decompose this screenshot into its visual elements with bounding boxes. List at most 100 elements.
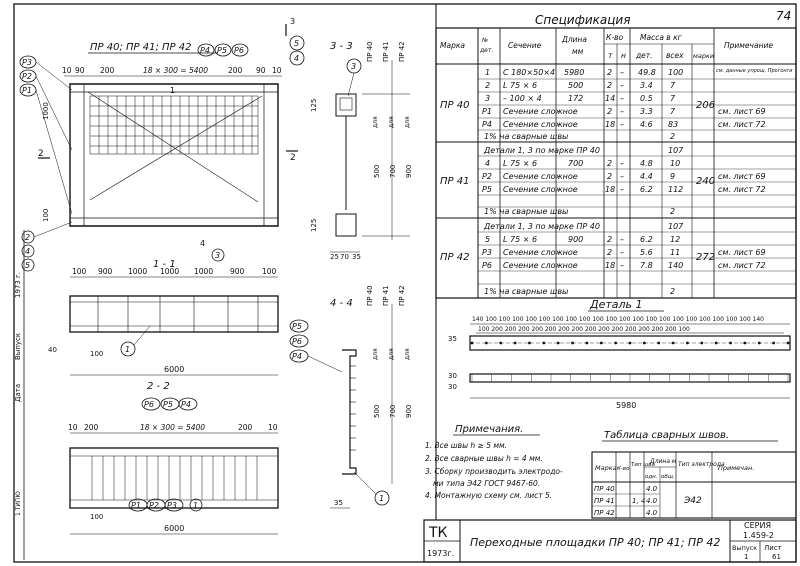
margin-type: 1 ТИПЮ bbox=[15, 491, 22, 516]
dim-label: 40 bbox=[48, 346, 57, 354]
cell: Детали 1, 3 по марке ПР 40 bbox=[483, 222, 600, 231]
section-1-1-title: 1 - 1 bbox=[153, 259, 176, 270]
cell: Сечение сложное bbox=[503, 172, 578, 181]
section-mark-2-right: 2 bbox=[290, 153, 296, 163]
callout-p2: Р2 bbox=[22, 72, 32, 81]
dim-label: 500 bbox=[373, 165, 381, 178]
plan-view: ПР 40; ПР 41; ПР 42 10 90 200 18 × 300 =… bbox=[19, 17, 305, 272]
welds-row: 1% на сварные швы bbox=[484, 287, 568, 296]
bolt-hole bbox=[528, 341, 531, 345]
notes: Примечания. 1. Все швы h ≥ 5 мм. 2. Все … bbox=[425, 424, 563, 500]
group-mark-40: ПР 40 bbox=[440, 100, 469, 111]
dim-label: 1000 bbox=[194, 267, 213, 276]
title-main: Переходные площадки ПР 40; ПР 41; ПР 42 bbox=[470, 536, 720, 549]
callout-p6-c: Р6 bbox=[292, 337, 302, 346]
dim-label: 200 bbox=[228, 66, 243, 75]
cell: 2 bbox=[607, 172, 612, 181]
header-mass-all: всех bbox=[666, 51, 684, 60]
cell: 5 bbox=[485, 235, 490, 244]
header-no-2: дет. bbox=[479, 47, 493, 54]
cell: 2 bbox=[607, 107, 612, 116]
note-2: 2. Все сварные швы h = 4 мм. bbox=[425, 454, 543, 463]
callout-p4-c: Р4 bbox=[292, 352, 302, 361]
cell: 107 bbox=[668, 146, 684, 155]
welds-cell: Э42 bbox=[683, 496, 702, 506]
callout-p3: Р3 bbox=[22, 58, 32, 67]
welds-header-mark: Марка bbox=[595, 464, 617, 472]
margin-issue: Выпуск bbox=[14, 333, 22, 360]
dim-label: 10 bbox=[68, 423, 78, 432]
cell: 0.5 bbox=[640, 94, 653, 103]
cell: 112 bbox=[668, 185, 683, 194]
cell: – bbox=[620, 94, 624, 103]
header-length-1: Длина bbox=[561, 35, 587, 44]
cell: Сечение сложное bbox=[503, 107, 578, 116]
callout-p4-b: Р4 bbox=[181, 400, 191, 409]
section-3-3-title: 3 - 3 bbox=[330, 41, 353, 52]
notes-title: Примечания. bbox=[455, 424, 523, 435]
cell: Р1 bbox=[482, 107, 492, 116]
dim-label: 200 bbox=[84, 423, 99, 432]
dim-label: 100 bbox=[72, 267, 87, 276]
section-2-2: 2 - 2 Р6 Р5 Р4 10 200 18 × 300 = 5400 20… bbox=[68, 381, 279, 535]
cell: 12 bbox=[670, 235, 680, 244]
bolt-hole bbox=[686, 341, 689, 345]
cell: 18 bbox=[605, 261, 615, 270]
dim-label: 18 × 300 = 5400 bbox=[140, 423, 205, 432]
cell: см. лист 72 bbox=[718, 261, 766, 270]
callout-2: 2 bbox=[25, 233, 30, 242]
callout-4b: 4 bbox=[25, 247, 30, 256]
for-label: для bbox=[388, 116, 395, 128]
welds-header-one: одн. bbox=[645, 474, 658, 480]
dim-label: 90 bbox=[256, 66, 266, 75]
page-number: 74 bbox=[776, 9, 791, 23]
bolt-hole bbox=[786, 341, 790, 345]
bolt-hole bbox=[556, 341, 560, 345]
welds-table: Таблица сварных швов. Марка К-во Тип шва… bbox=[591, 429, 797, 519]
cell: 9 bbox=[670, 172, 675, 181]
cell: 49.8 bbox=[638, 68, 656, 77]
bolt-hole bbox=[599, 341, 603, 345]
note-3-cont: ми типа Э42 ГОСТ 9467-60. bbox=[433, 479, 540, 488]
header-qty-n: н bbox=[621, 51, 626, 60]
bolt-hole bbox=[729, 341, 732, 345]
spec-table: Спецификация bbox=[435, 13, 797, 299]
type-label: ПР 41 bbox=[382, 41, 390, 62]
cell: 2 bbox=[607, 248, 612, 257]
cell: 700 bbox=[568, 159, 583, 168]
section-mark-1: 1 bbox=[170, 86, 175, 95]
welds-cell: 4.0 bbox=[646, 509, 658, 517]
cell: – bbox=[620, 172, 624, 181]
group-mass-41: 240 bbox=[696, 176, 715, 187]
cell: Р4 bbox=[482, 120, 492, 129]
group-mark-41: ПР 41 bbox=[440, 176, 469, 187]
bolt-hole bbox=[585, 341, 589, 345]
cell: см. данные упрощ. Прогонги bbox=[716, 68, 793, 74]
section-1-1: 1 - 1 100 900 1000 1000 1000 900 100 1 4… bbox=[48, 259, 279, 376]
cell: Сечение сложное bbox=[503, 261, 578, 270]
title-series: 1.459-2 bbox=[743, 531, 774, 540]
cell: 4.4 bbox=[640, 172, 653, 181]
dim-label: 900 bbox=[405, 405, 413, 418]
callout-p6: Р6 bbox=[234, 46, 244, 55]
welds-header-electrode: Тип электрода bbox=[678, 461, 725, 468]
dim-label: 125 bbox=[310, 99, 318, 112]
cell: – bbox=[620, 120, 624, 129]
cell: 7 bbox=[670, 94, 676, 103]
callout-4: 4 bbox=[294, 54, 299, 63]
dim-label: 900 bbox=[98, 267, 113, 276]
bolt-hole bbox=[671, 341, 675, 345]
cell: 2 bbox=[670, 132, 675, 141]
cell: Р5 bbox=[482, 185, 492, 194]
header-mark: Марка bbox=[440, 41, 465, 50]
margin-date: Дата bbox=[14, 384, 22, 402]
cell: – bbox=[620, 248, 624, 257]
cell: 4.8 bbox=[640, 159, 653, 168]
dim-label: 900 bbox=[230, 267, 245, 276]
dim-label: 100 bbox=[90, 513, 103, 521]
callout-3-b: 3 bbox=[351, 62, 356, 71]
header-mass-det: дет. bbox=[635, 51, 653, 60]
type-label: ПР 40 bbox=[366, 285, 374, 306]
callout-p4: Р4 bbox=[200, 46, 210, 55]
